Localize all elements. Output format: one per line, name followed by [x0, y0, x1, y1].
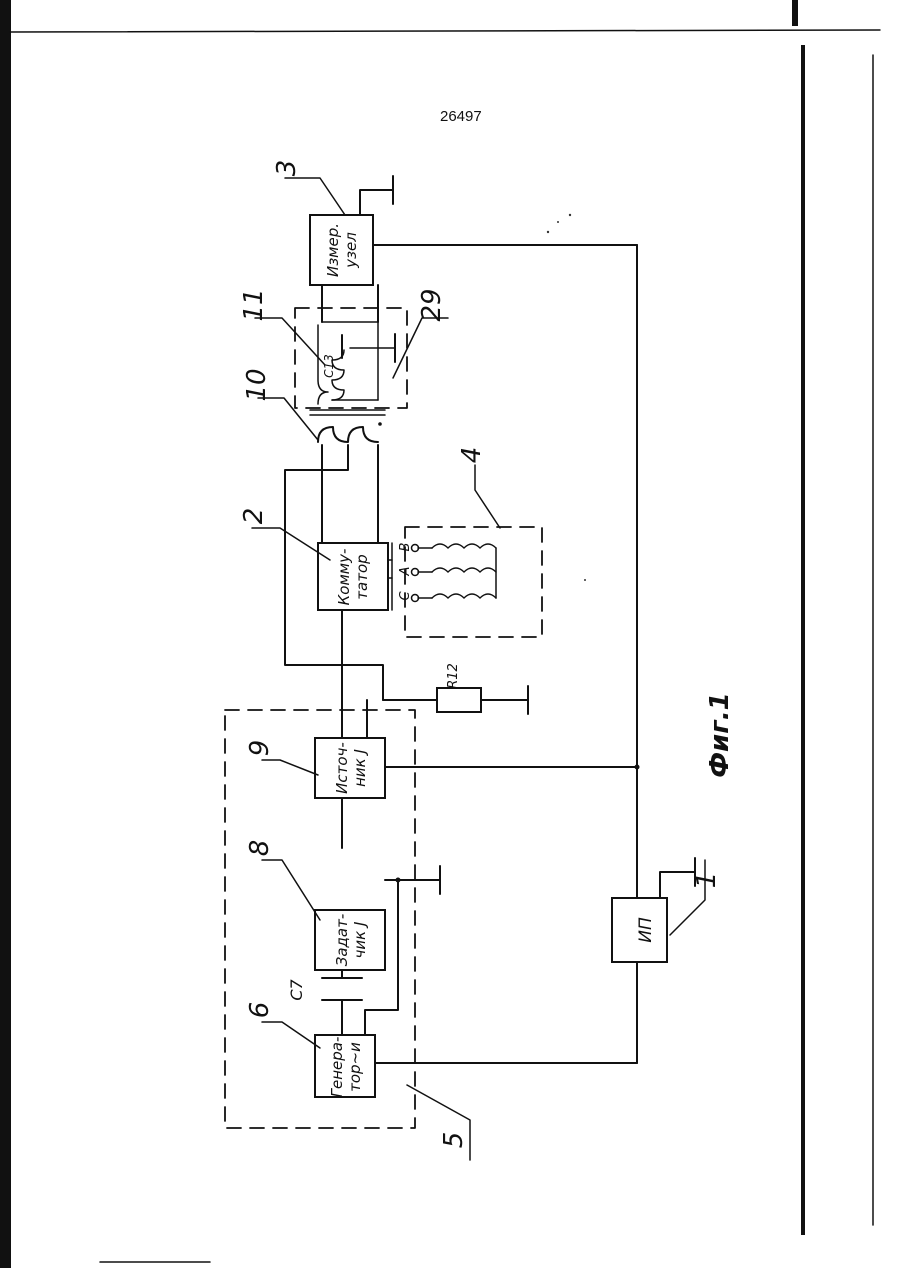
power-supply-label: ИП [636, 917, 656, 943]
leader-29 [393, 318, 448, 378]
resistor-r12-label: R12 [446, 663, 461, 689]
phase-b-label: B [398, 542, 413, 551]
shield-29-boundary [295, 308, 407, 408]
commutator-text-group: Комму- татор [335, 549, 371, 606]
scan-speck-4 [584, 579, 586, 581]
resistor-r12 [437, 688, 481, 712]
phase-a-label: A [398, 567, 413, 577]
c13-text-group: C13 [322, 354, 336, 378]
ref-8: 8 [245, 840, 275, 857]
ref-9-group: 9 [245, 740, 275, 757]
scan-speck-2 [557, 221, 559, 223]
figure-caption: Фиг.1 [705, 692, 735, 778]
ref-3: 3 [272, 160, 302, 177]
r12-text-group: R12 [446, 663, 461, 689]
commutator-label-2: татор [353, 554, 371, 599]
ref-2: 2 [239, 508, 269, 525]
phase-c-group: C [398, 591, 413, 601]
ref-3-group: 3 [272, 160, 302, 177]
ref-5: 5 [439, 1132, 469, 1149]
ref-11: 11 [239, 288, 269, 321]
scan-speck [547, 231, 549, 233]
setter-text-group: Задат- чик J [333, 914, 369, 967]
wire-ip-ground [660, 872, 695, 898]
ref-29-group: 29 [417, 288, 447, 321]
ref-11-group: 11 [239, 288, 269, 321]
phase-a-group: A [398, 567, 413, 577]
coil-a-icon [432, 568, 496, 572]
scan-speck-3 [569, 214, 571, 216]
ref-1-group: 1 [692, 872, 722, 889]
capacitor-c7-label: C7 [287, 979, 306, 1001]
leader-6 [262, 1022, 320, 1048]
c7-text-group: C7 [287, 979, 306, 1001]
source-label-1: Источ- [333, 742, 351, 794]
wire-measure-ground [360, 190, 393, 215]
measure-label-2: узел [342, 232, 360, 269]
leader-4 [475, 465, 500, 528]
phase-b-group: B [398, 542, 413, 551]
ref-9: 9 [245, 740, 275, 757]
leader-10 [258, 398, 318, 440]
measure-label-1: Измер. [324, 223, 342, 277]
phase-c-label: C [398, 591, 413, 601]
ref-6-group: 6 [245, 1002, 275, 1019]
source-label-2: ник J [351, 749, 369, 787]
winding-10-icon [318, 427, 378, 442]
generator-label-2: тор~и [346, 1042, 364, 1092]
ref-29: 29 [417, 288, 447, 321]
leader-11 [255, 318, 325, 365]
coil-b-icon [432, 544, 496, 548]
ref-10: 10 [242, 368, 272, 401]
source-text-group: Источ- ник J [333, 742, 369, 794]
ip-text-group: ИП [636, 917, 656, 943]
left-binding-edge [0, 0, 11, 1268]
top-border-line [10, 30, 880, 32]
coil-c-icon [432, 594, 496, 598]
capacitor-c13-label: C13 [322, 354, 336, 378]
generator-text-group: Генера- тор~и [328, 1037, 364, 1098]
ref-4: 4 [457, 447, 487, 464]
top-right-mark [792, 0, 798, 26]
ref-5-group: 5 [439, 1132, 469, 1149]
ref-6: 6 [245, 1002, 275, 1019]
ref-4-group: 4 [457, 447, 487, 464]
leader-9 [262, 760, 318, 775]
commutator-label-1: Комму- [335, 549, 353, 606]
ref-10-group: 10 [242, 368, 272, 401]
junction-dot [635, 765, 640, 770]
ref-2-group: 2 [239, 508, 269, 525]
polarity-dot [378, 422, 382, 426]
ref-8-group: 8 [245, 840, 275, 857]
caption-group: Фиг.1 [705, 692, 735, 778]
leader-3 [285, 178, 345, 215]
page-number: 26497 [440, 108, 482, 125]
setter-label-2: чик J [351, 922, 369, 959]
ref-1: 1 [692, 872, 722, 889]
junction-dot-2 [396, 878, 401, 883]
generator-label-1: Генера- [328, 1037, 346, 1098]
setter-label-1: Задат- [333, 914, 351, 967]
leader-8 [262, 860, 320, 920]
